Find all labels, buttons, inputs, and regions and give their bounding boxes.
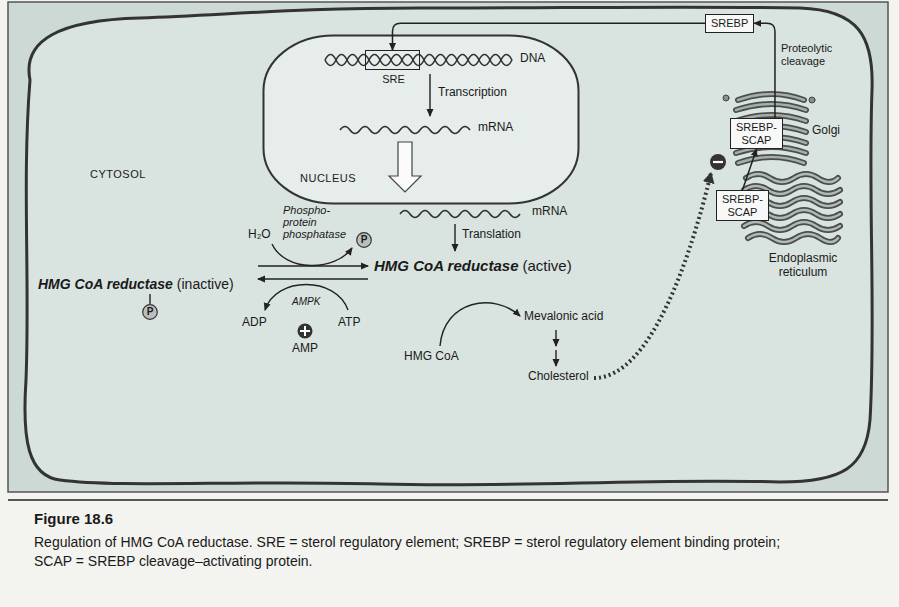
protein-name: SREBP <box>711 17 748 30</box>
transcription-arrow <box>429 74 430 116</box>
connector-arrow <box>393 23 706 50</box>
inactivation-arrow <box>258 278 368 279</box>
protein-box: SREBP- SCAP <box>716 190 769 221</box>
region-label: CYTOSOL <box>90 168 146 181</box>
pathway-arrow <box>555 350 556 366</box>
phosphate-circle <box>357 233 372 248</box>
translation-arrow <box>454 224 455 251</box>
term-label: AMP <box>292 342 318 356</box>
cell-region: CYTOSOL NUCLEUS SRE SREBP SREBP- SCAP SREBP- … <box>0 0 899 496</box>
term-label: AMPK <box>292 296 320 308</box>
reaction-arrow <box>440 303 520 346</box>
feedback-arrow <box>594 173 711 378</box>
protein-box: SREBP- SCAP <box>730 118 783 149</box>
term-label: mRNA <box>478 121 513 135</box>
figure-number: Figure 18.6 <box>34 510 113 527</box>
sre-box: SRE <box>365 50 420 70</box>
connector-arrow <box>742 149 756 190</box>
term-label: Golgi <box>812 124 840 138</box>
phosphate-circle: P <box>142 304 158 320</box>
dna-strand <box>325 55 512 66</box>
nucleus-outline <box>264 36 579 204</box>
kinase-curve <box>265 285 348 311</box>
term-label: HMG CoA reductase <box>38 276 173 292</box>
term-label: ADP <box>242 316 267 330</box>
connector-arrow <box>754 23 775 118</box>
phosphate-circle: P <box>356 232 372 248</box>
phosphate-stem <box>149 294 150 304</box>
phosphate-letter: P <box>356 232 372 248</box>
term-label: (active) <box>522 257 571 274</box>
phosphatase-curve <box>272 244 352 266</box>
panel-ground <box>8 2 888 492</box>
figure-caption: Regulation of HMG CoA reductase. SRE = s… <box>34 533 814 571</box>
term-label: Endoplasmic reticulum <box>748 252 858 280</box>
term-label: Mevalonic acid <box>524 310 603 324</box>
phosphate-letter: P <box>142 304 158 320</box>
export-arrow <box>389 142 421 192</box>
protein-name: SREBP- SCAP <box>722 193 763 218</box>
term-label: Phospho- protein phosphatase <box>283 204 349 240</box>
element-label: SRE <box>366 73 421 86</box>
term-label: HMG CoA reductase <box>374 257 518 274</box>
term-label: Translation <box>462 228 521 242</box>
cell-outline <box>25 7 872 485</box>
protein-box: SREBP <box>705 14 754 33</box>
term-label: (inactive) <box>177 276 234 292</box>
protein-name: SREBP- SCAP <box>736 121 777 146</box>
activator-symbol <box>298 324 313 339</box>
activation-arrow <box>258 265 368 266</box>
term-label: Transcription <box>438 86 507 100</box>
term-label: mRNA <box>532 205 567 219</box>
term-label: HMG CoA <box>404 350 459 364</box>
golgi-illustration <box>723 94 815 163</box>
inhibitor-symbol <box>710 154 726 170</box>
term-label: H₂O <box>248 228 271 242</box>
pathway-arrow <box>555 330 556 346</box>
term-label: Cholesterol <box>528 370 589 384</box>
dna-strand <box>325 55 512 66</box>
region-label: NUCLEUS <box>300 172 356 185</box>
phosphate-circle <box>143 305 158 320</box>
caption-rule <box>8 499 888 501</box>
mrna-strand <box>340 127 470 134</box>
mrna-strand <box>400 211 520 218</box>
term-label: ATP <box>338 316 360 330</box>
edge-label: Proteolytic cleavage <box>781 42 832 67</box>
cell-outline <box>0 0 899 496</box>
term-label: DNA <box>520 52 545 66</box>
